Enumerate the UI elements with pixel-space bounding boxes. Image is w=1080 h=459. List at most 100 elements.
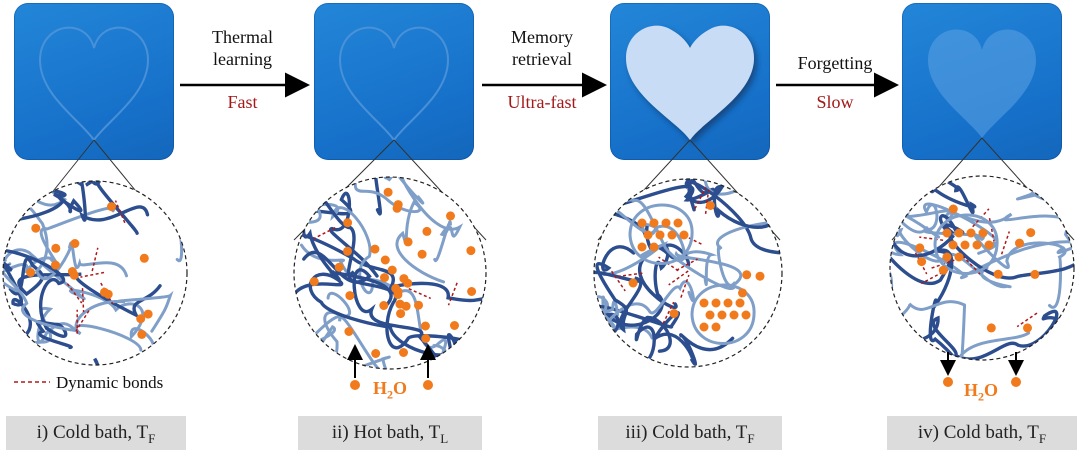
polymer-chain xyxy=(892,309,1074,360)
stage-caption-1: i) Cold bath, TF xyxy=(6,416,186,450)
dynamic-bond xyxy=(1016,312,1038,328)
water-dot xyxy=(401,301,411,311)
dynamic-bond xyxy=(1000,231,1011,255)
polymer-chain xyxy=(1016,176,1074,206)
polymer-chain xyxy=(594,315,672,367)
dynamic-bond xyxy=(676,258,698,271)
water-dot xyxy=(755,271,765,281)
polymer-chain xyxy=(299,243,455,369)
water-dot xyxy=(699,322,709,332)
polymer-chain xyxy=(603,179,779,229)
dynamic-bond xyxy=(75,310,90,332)
polymer-chain xyxy=(294,177,462,350)
water-dot xyxy=(669,309,679,318)
water-dot xyxy=(371,349,381,358)
dynamic-bond xyxy=(668,270,689,286)
polymer-chain xyxy=(3,248,156,356)
legend-dynamic-bonds: Dynamic bonds xyxy=(56,373,164,392)
dynamic-bond xyxy=(704,189,710,214)
water-dot xyxy=(643,230,653,240)
water-dot xyxy=(1015,238,1024,248)
water-dot xyxy=(972,240,982,250)
water-dot xyxy=(143,309,153,319)
stage-caption-sub: L xyxy=(440,430,449,446)
water-dot xyxy=(103,289,113,299)
water-label-out: H2O xyxy=(964,380,998,405)
stage-caption-text: i) Cold bath, T xyxy=(36,422,149,443)
water-dot xyxy=(960,240,970,250)
water-dot xyxy=(1026,228,1036,238)
water-dot xyxy=(51,243,61,253)
heart-filled-3 xyxy=(626,25,754,141)
polymer-chain xyxy=(171,181,187,187)
water-dot xyxy=(31,223,41,233)
polymer-chain xyxy=(3,206,116,288)
water-dot xyxy=(26,268,36,277)
polymer-chain xyxy=(890,248,970,360)
water-dot xyxy=(334,262,344,272)
water-dot xyxy=(966,228,976,238)
water-dot xyxy=(679,230,689,240)
dynamic-bond xyxy=(919,236,944,241)
water-dot xyxy=(673,218,683,228)
water-dot xyxy=(1023,323,1032,333)
stage-caption-sub: F xyxy=(747,430,755,446)
water-dot xyxy=(380,255,390,265)
water-dot xyxy=(917,257,927,267)
water-dot xyxy=(1030,269,1040,279)
dynamic-bond xyxy=(610,270,626,292)
water-label-h: H xyxy=(373,378,388,398)
water-dot xyxy=(984,240,994,250)
water-dot xyxy=(948,204,958,214)
water-dot xyxy=(711,322,721,332)
water-dot xyxy=(343,246,352,256)
dynamic-bond xyxy=(313,227,336,240)
water-dot xyxy=(399,348,408,357)
dynamic-bond xyxy=(920,271,943,285)
polymer-chain xyxy=(890,269,1031,360)
speed-label-ultra-fast: Ultra-fast xyxy=(507,92,577,112)
polymer-chain xyxy=(985,140,1080,166)
water-dot xyxy=(938,265,948,275)
water-dot xyxy=(393,200,403,210)
water-dot xyxy=(136,314,146,324)
polymer-chain xyxy=(896,201,999,255)
polymer-chain xyxy=(294,232,486,303)
water-dot xyxy=(915,243,925,253)
dynamic-bond xyxy=(680,274,690,298)
water-dot xyxy=(309,277,319,287)
water-dot xyxy=(421,334,431,343)
arrow-label-line2: retrieval xyxy=(512,49,572,69)
water-dot xyxy=(943,377,953,387)
polymer-chain xyxy=(294,191,379,278)
water-dot xyxy=(954,252,964,262)
network-circle-border xyxy=(889,175,1075,361)
dynamic-bond xyxy=(408,288,432,300)
water-dot xyxy=(450,321,459,330)
water-dot xyxy=(139,253,149,263)
water-dot xyxy=(403,237,413,247)
water-dot xyxy=(393,290,403,300)
heart-faint-4 xyxy=(928,29,1036,138)
water-dot xyxy=(343,218,353,228)
dynamic-bond xyxy=(988,217,995,242)
polymer-chain xyxy=(81,181,139,235)
water-dot xyxy=(655,230,665,240)
water-dot xyxy=(51,260,60,270)
water-dot xyxy=(422,226,432,236)
polymer-chain xyxy=(3,258,174,333)
water-dot xyxy=(948,240,958,250)
heart-outline-1 xyxy=(38,26,150,142)
stage-caption-text: iv) Cold bath, T xyxy=(917,422,1039,443)
water-dot xyxy=(741,310,751,320)
arrow-label-line1: Memory xyxy=(511,27,573,47)
dynamic-bond xyxy=(447,282,458,306)
water-dot xyxy=(399,274,409,284)
water-dot xyxy=(705,201,715,210)
water-dot xyxy=(986,323,996,333)
water-dot xyxy=(370,244,380,254)
water-dot xyxy=(742,270,752,280)
polymer-chain xyxy=(594,280,695,329)
speed-label-slow: Slow xyxy=(816,92,854,112)
